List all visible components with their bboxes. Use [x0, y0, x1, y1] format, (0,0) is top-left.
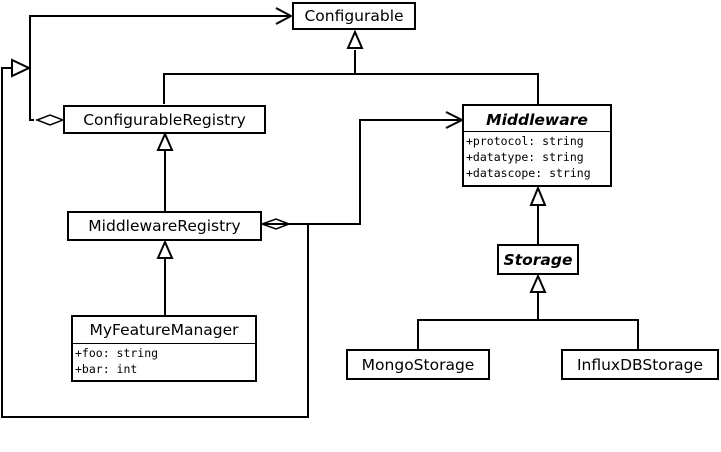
attribute: +datatype: string: [466, 150, 584, 164]
class-myfeaturemanager: MyFeatureManager +foo: string +bar: int: [71, 315, 257, 382]
aggregation-middlewareregistry-middleware: [259, 111, 465, 230]
class-name: Configurable: [304, 7, 404, 25]
inheritance-middlewareregistry-configurableregistry: [156, 131, 174, 211]
class-name: Middleware: [486, 111, 588, 129]
class-name: InfluxDBStorage: [576, 356, 704, 374]
class-middleware: Middleware +protocol: string +datatype: …: [462, 104, 612, 187]
class-middlewareregistry: MiddlewareRegistry: [67, 211, 262, 241]
attribute: +protocol: string: [466, 134, 584, 148]
class-name: MongoStorage: [361, 356, 475, 374]
class-name: MiddlewareRegistry: [88, 217, 241, 235]
class-configurableregistry: ConfigurableRegistry: [63, 105, 266, 134]
class-name: ConfigurableRegistry: [83, 111, 246, 129]
attribute: +foo: string: [75, 346, 159, 360]
inheritance-to-storage: [417, 273, 639, 349]
class-storage: Storage: [497, 244, 579, 275]
attribute-list: +foo: string +bar: int: [73, 344, 255, 377]
inheritance-outer-loop: [1, 58, 309, 418]
inheritance-myfeaturemanager-middlewareregistry: [156, 239, 174, 315]
class-configurable: Configurable: [292, 2, 416, 30]
inheritance-to-configurable: [163, 29, 539, 104]
class-separator: [464, 131, 610, 132]
class-influxdbstorage: InfluxDBStorage: [561, 349, 719, 380]
class-name: Storage: [503, 251, 573, 269]
inheritance-storage-middleware: [529, 185, 547, 244]
class-mongostorage: MongoStorage: [346, 349, 490, 380]
class-separator: [73, 343, 255, 344]
class-name: MyFeatureManager: [89, 321, 239, 339]
attribute: +bar: int: [75, 362, 138, 376]
attribute-list: +protocol: string +datatype: string +dat…: [464, 132, 610, 181]
attribute: +datascope: string: [466, 166, 591, 180]
